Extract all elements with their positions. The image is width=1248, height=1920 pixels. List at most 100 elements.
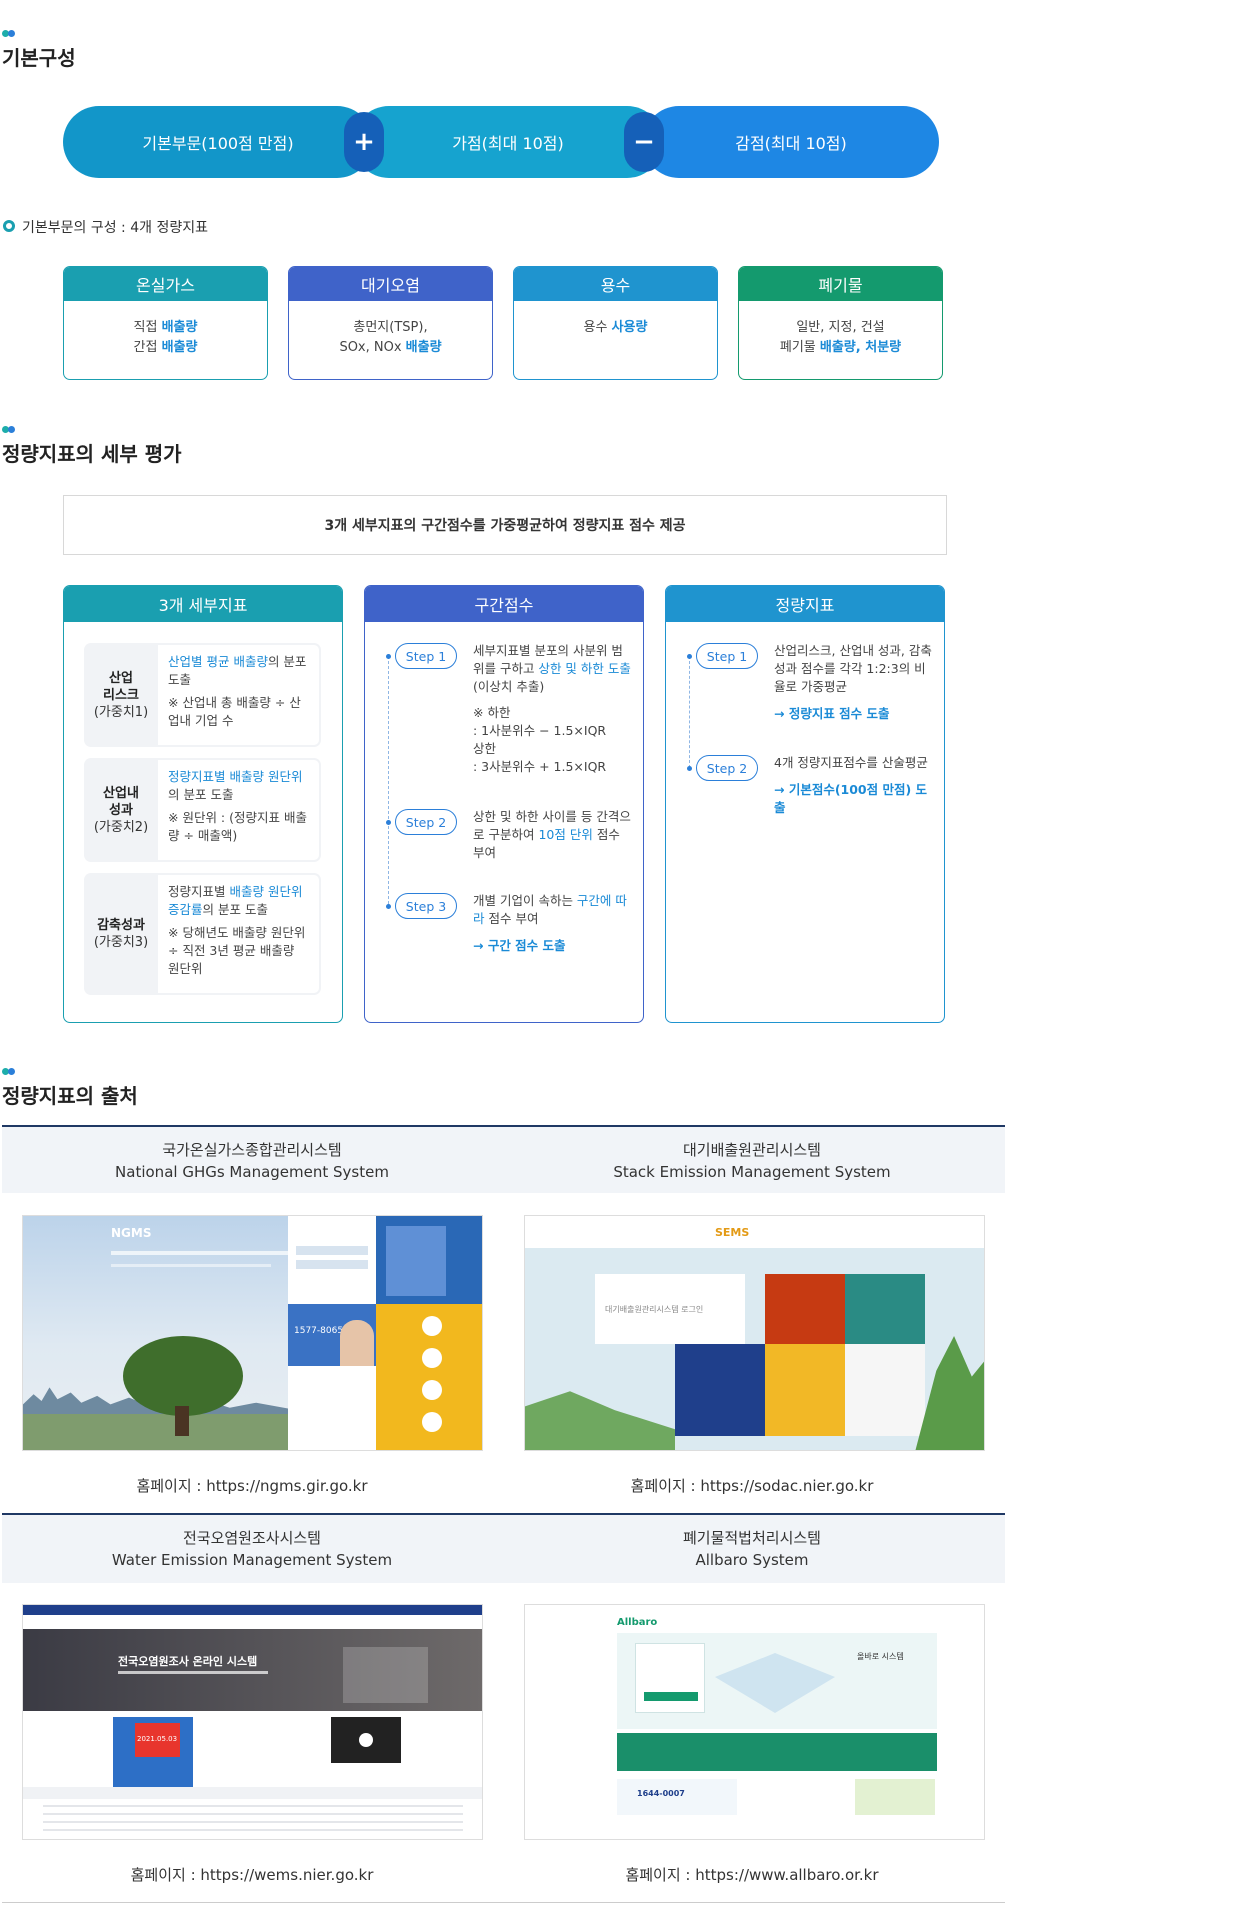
row-divider: [2, 1513, 1005, 1515]
sub-indicator-highlight: 산업별 평균 배출량: [168, 654, 268, 669]
wems-hero: 전국오염원조사 온라인 시스템: [23, 1629, 482, 1711]
step-text: 상한 및 하한 사이를 등 간격으로 구분하여: [473, 809, 631, 842]
ngms-screenshot[interactable]: NGMS 1577-8065: [22, 1215, 483, 1451]
minus-icon: −: [624, 112, 664, 172]
allbaro-callcenter: 1644-0007: [617, 1779, 737, 1815]
bottom-divider: [2, 1902, 1005, 1903]
step-text: 산업리스크, 산업내 성과, 감축성과 점수를 각각 1:2:3의 비율로 가중…: [774, 643, 932, 694]
source-url-wems[interactable]: 홈페이지 : https://wems.nier.go.kr: [130, 1866, 374, 1884]
sems-tile-yellow: [765, 1344, 845, 1436]
allbaro-screenshot[interactable]: Allbaro 올바로 시스템 1644-0007: [524, 1604, 985, 1840]
category-highlight: 배출량: [161, 320, 198, 335]
step-dot-icon: [687, 654, 692, 659]
login-field: [296, 1246, 368, 1255]
plus-icon: +: [344, 112, 384, 172]
source-name-kr: 폐기물적법처리시스템: [682, 1529, 821, 1547]
category-text: SOx, NOx: [339, 340, 406, 355]
login-button: [644, 1692, 698, 1701]
category-text: 일반, 지정, 건설: [796, 320, 885, 335]
sub-indicator-text: 의 분포 도출: [168, 654, 307, 687]
category-text: 직접: [133, 320, 162, 335]
section-title-basic: 기본구성: [2, 46, 76, 70]
notice-list: [386, 1226, 446, 1296]
category-title: 대기오염: [289, 267, 492, 301]
sub-indicator-text: 정량지표별: [168, 884, 230, 899]
panel-section-score: 구간점수 Step 1 세부지표별 분포의 사분위 범위를 구하고 상한 및 하…: [364, 585, 644, 1023]
category-card-waste: 폐기물 일반, 지정, 건설 폐기물 배출량, 처분량: [738, 266, 943, 380]
source-name-kr: 대기배출원관리시스템: [682, 1141, 821, 1159]
step-dot-icon: [386, 904, 391, 909]
category-card-ghg: 온실가스 직접 배출량 간접 배출량: [63, 266, 268, 380]
wems-topbar: [23, 1605, 482, 1615]
wems-quickbar: [23, 1787, 482, 1799]
ngms-subline: [111, 1264, 271, 1267]
category-highlight: 배출량, 처분량: [819, 340, 902, 355]
sub-indicator-weight: (가중치3): [93, 935, 149, 950]
category-text: 용수: [583, 320, 612, 335]
play-icon: [359, 1733, 373, 1747]
category-card-air: 대기오염 총먼지(TSP), SOx, NOx 배출량: [288, 266, 493, 380]
source-allbaro-title: 폐기물적법처리시스템 Allbaro System: [502, 1515, 1002, 1571]
source-url-sems[interactable]: 홈페이지 : https://sodac.nier.go.kr: [630, 1477, 874, 1495]
step-result: → 기본점수(100점 만점) 도출: [774, 782, 928, 815]
source-url-allbaro[interactable]: 홈페이지 : https://www.allbaro.or.kr: [625, 1866, 879, 1884]
step-highlight: 구간에 따라: [473, 893, 627, 926]
source-name-en: Stack Emission Management System: [613, 1163, 891, 1181]
sub-indicator-industry-risk: 산업 리스크(가중치1) 산업별 평균 배출량의 분포 도출※ 산업내 총 배출…: [84, 643, 321, 747]
step-description: 4개 정량지표점수를 산술평균 → 기본점수(100점 만점) 도출: [774, 754, 934, 817]
sems-login-box: 대기배출원관리시스템 로그인: [595, 1274, 745, 1344]
section-title-detail: 정량지표의 세부 평가: [2, 442, 182, 466]
allbaro-process-bar: [617, 1733, 937, 1771]
sub-indicator-name: 산업내 성과: [103, 785, 139, 818]
category-highlight: 배출량: [161, 340, 198, 355]
step-dot-icon: [687, 766, 692, 771]
sems-screenshot[interactable]: SEMS 대기배출원관리시스템 로그인: [524, 1215, 985, 1451]
wems-screenshot[interactable]: 전국오염원조사 온라인 시스템 2021.05.03: [22, 1604, 483, 1840]
menu-icon: [422, 1316, 442, 1336]
category-text: 총먼지(TSP),: [353, 320, 428, 335]
source-sems-title: 대기배출원관리시스템 Stack Emission Management Sys…: [502, 1127, 1002, 1183]
allbaro-promo: [855, 1779, 935, 1815]
allbaro-tagline: 올바로 시스템: [857, 1652, 904, 1661]
ngms-menu-strip: [376, 1304, 482, 1450]
step-description: 세부지표별 분포의 사분위 범위를 구하고 상한 및 하한 도출(이상치 추출)…: [473, 642, 633, 776]
sems-login-text: 대기배출원관리시스템 로그인: [605, 1305, 704, 1314]
source-name-kr: 국가온실가스종합관리시스템: [162, 1141, 342, 1159]
sems-tile-orange: [765, 1274, 845, 1344]
ngms-logo: NGMS: [111, 1226, 152, 1240]
sub-indicator-text: 의 분포 도출: [168, 787, 234, 802]
step-description: 상한 및 하한 사이를 등 간격으로 구분하여 10점 단위 점수 부여: [473, 808, 633, 862]
sub-indicator-weight: (가중치2): [93, 819, 149, 835]
ngms-quicklinks: [376, 1216, 482, 1450]
login-field: [296, 1260, 368, 1269]
category-text: 폐기물: [779, 340, 820, 355]
step-result: → 정량지표 점수 도출: [774, 706, 890, 721]
source-name-en: Water Emission Management System: [111, 1551, 393, 1569]
category-title: 용수: [514, 267, 717, 301]
menu-icon: [422, 1412, 442, 1432]
category-highlight: 배출량: [405, 340, 442, 355]
step-text: (이상치 추출): [473, 679, 545, 694]
step-text: 점수 부여: [484, 911, 539, 926]
allbaro-login-box: [635, 1643, 705, 1713]
base-score-pill: 기본부문(100점 만점): [63, 106, 373, 178]
source-url-ngms[interactable]: 홈페이지 : https://ngms.gir.go.kr: [136, 1477, 368, 1495]
category-text: 간접: [133, 340, 162, 355]
panel-title: 3개 세부지표: [64, 586, 342, 622]
source-name-kr: 전국오염원조사시스템: [182, 1529, 321, 1547]
sub-indicator-weight: (가중치1): [93, 704, 149, 720]
step-highlight: 상한 및 하한 도출: [538, 661, 631, 676]
wems-hero-line: [118, 1671, 268, 1674]
category-card-water: 용수 용수 사용량: [513, 266, 718, 380]
panel-title: 구간점수: [365, 586, 643, 622]
step-badge: Step 2: [696, 755, 758, 781]
sems-tile-gray: [845, 1344, 925, 1436]
step-result: → 구간 점수 도출: [473, 938, 566, 953]
menu-icon: [422, 1380, 442, 1400]
ngms-phone: 1577-8065: [294, 1326, 344, 1336]
step-connector: [388, 656, 389, 904]
step-description: 산업리스크, 산업내 성과, 감축성과 점수를 각각 1:2:3의 비율로 가중…: [774, 642, 934, 723]
sub-indicator-note: ※ 산업내 총 배출량 ÷ 산업내 기업 수: [168, 695, 301, 728]
detail-banner: 3개 세부지표의 구간점수를 가중평균하여 정량지표 점수 제공: [63, 495, 947, 555]
wems-video-thumb: [331, 1717, 401, 1763]
